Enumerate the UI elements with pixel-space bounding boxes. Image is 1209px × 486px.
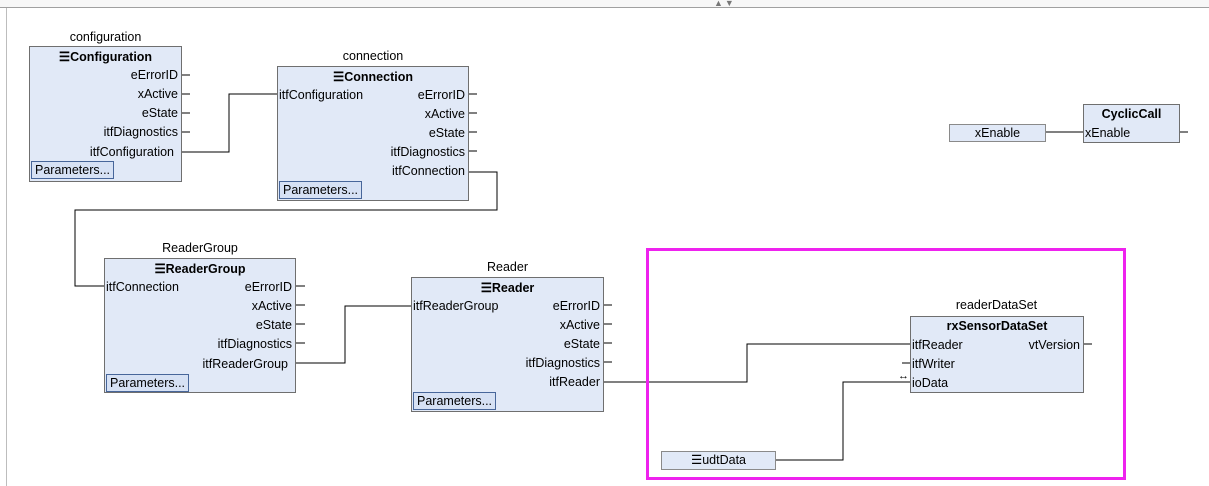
fb-readergroup[interactable]: ☰ReaderGroup itfConnection eErrorID xAct… (104, 258, 296, 393)
pin-iodata-inout[interactable]: ioData (912, 376, 949, 390)
wire-readergroup-reader (296, 305, 411, 364)
inout-arrow-icon: ↔ (898, 370, 909, 382)
instance-name-readerdataset: readerDataSet (955, 298, 1038, 312)
wire-reader-datasets (604, 343, 910, 383)
instance-name-configuration: configuration (69, 30, 142, 44)
pin-eerrorid[interactable]: eErrorID (417, 88, 465, 102)
pin-estate[interactable]: eState (255, 318, 292, 332)
fb-configuration[interactable]: ☰Configuration eErrorID xActive eState i… (29, 46, 182, 182)
variable-udtdata[interactable]: ☰udtData (661, 451, 776, 470)
fb-title-cycliccall: CyclicCall (1101, 107, 1162, 121)
pin-eerrorid[interactable]: eErrorID (244, 280, 292, 294)
fb-cycliccall[interactable]: CyclicCall xEnable (1083, 104, 1180, 143)
pin-vtversion[interactable]: vtVersion (1028, 338, 1080, 352)
pin-itfwriter-in[interactable]: itfWriter (912, 357, 955, 371)
fb-title-rxsensordataset: rxSensorDataSet (946, 319, 1048, 333)
parameters-button-connection[interactable]: Parameters... (279, 181, 363, 199)
instance-name-readergroup: ReaderGroup (162, 241, 238, 255)
pin-itfdiagnostics[interactable]: itfDiagnostics (103, 125, 178, 139)
variable-udtdata-label: udtData (702, 453, 746, 467)
fb-readerdataset[interactable]: rxSensorDataSet itfReader itfWriter ioDa… (910, 316, 1084, 393)
pin-itfconfiguration[interactable]: itfConfiguration (89, 145, 174, 159)
fb-title-reader: ☰Reader (480, 281, 535, 295)
instance-name-connection: connection (342, 49, 404, 63)
splitter-handle[interactable]: ▲▼ (714, 0, 736, 8)
menu-icon: ☰ (333, 70, 345, 84)
pin-estate[interactable]: eState (563, 337, 600, 351)
menu-icon: ☰ (58, 50, 71, 64)
pin-estate[interactable]: eState (428, 126, 465, 140)
menu-icon: ☰ (480, 281, 492, 295)
fb-title-readergroup: ☰ReaderGroup (154, 262, 246, 276)
pin-itfreader[interactable]: itfReader (549, 375, 600, 389)
editor-top-border (0, 0, 1209, 8)
pin-itfdiagnostics[interactable]: itfDiagnostics (525, 356, 600, 370)
pin-xactive[interactable]: xActive (251, 299, 292, 313)
pin-itfreadergroup[interactable]: itfReaderGroup (202, 357, 288, 371)
pin-itfconnection-in[interactable]: itfConnection (106, 280, 179, 294)
pin-eerrorid[interactable]: eErrorID (552, 299, 600, 313)
fb-connection[interactable]: ☰Connection itfConfiguration eErrorID xA… (277, 66, 469, 201)
fb-reader[interactable]: ☰Reader itfReaderGroup eErrorID xActive … (411, 277, 604, 412)
pin-xenable-in[interactable]: xEnable (1085, 126, 1131, 140)
editor-left-border (6, 8, 7, 486)
pin-itfconnection[interactable]: itfConnection (392, 164, 465, 178)
pin-itfdiagnostics[interactable]: itfDiagnostics (217, 337, 292, 351)
pin-itfreader-in[interactable]: itfReader (912, 338, 963, 352)
pin-itfdiagnostics[interactable]: itfDiagnostics (390, 145, 465, 159)
wire-configuration-connection (182, 93, 277, 153)
pin-itfconfiguration-in[interactable]: itfConfiguration (279, 88, 364, 102)
wire-connection-readergroup (74, 171, 498, 287)
instance-name-reader: Reader (487, 260, 528, 274)
fb-title-configuration: ☰Configuration (58, 50, 153, 64)
parameters-button-reader[interactable]: Parameters... (413, 392, 497, 410)
pin-xactive[interactable]: xActive (559, 318, 600, 332)
menu-icon: ☰ (154, 262, 166, 276)
menu-icon: ☰ (691, 453, 703, 467)
parameters-button-readergroup[interactable]: Parameters... (106, 374, 190, 392)
variable-xenable[interactable]: xEnable (949, 124, 1046, 142)
pin-xactive[interactable]: xActive (424, 107, 465, 121)
pin-itfreadergroup-in[interactable]: itfReaderGroup (413, 299, 499, 313)
pin-estate[interactable]: eState (141, 106, 178, 120)
pin-xactive[interactable]: xActive (137, 87, 178, 101)
fb-title-connection: ☰Connection (333, 70, 413, 84)
pin-eerrorid[interactable]: eErrorID (130, 68, 178, 82)
wire-udtdata-iodata (776, 381, 910, 461)
parameters-button-configuration[interactable]: Parameters... (31, 161, 115, 179)
